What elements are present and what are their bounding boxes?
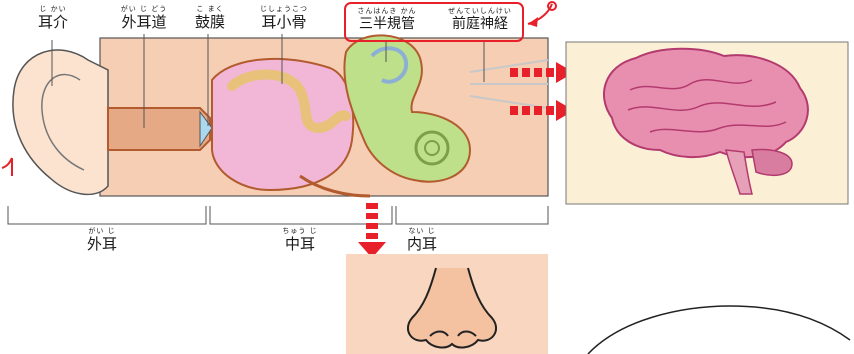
text-jikai: 耳介 — [28, 15, 78, 30]
ruby-naiji: ない じ — [398, 228, 446, 235]
label-komaku: こ まく 鼓膜 — [186, 6, 234, 30]
label-zenteishinkei: ぜんていしんけい 前庭神経 — [440, 8, 520, 31]
bracket-gaiji — [8, 206, 206, 224]
label-gaijido: がい じ どう 外耳道 — [108, 6, 180, 30]
ruby-chuji: ちゅう じ — [276, 228, 324, 235]
text-zenteishinkei: 前庭神経 — [440, 17, 520, 31]
bracket-chuji — [210, 206, 392, 224]
label-jishokotsu: じしょうこつ 耳小骨 — [248, 6, 320, 30]
label-chuji: ちゅう じ 中耳 — [276, 228, 324, 252]
text-chuji: 中耳 — [276, 237, 324, 252]
ear-canal-shape — [108, 108, 210, 150]
arrow-to-nose — [358, 203, 386, 258]
bracket-naiji — [396, 206, 548, 224]
text-gaijido: 外耳道 — [108, 15, 180, 30]
text-jishokotsu: 耳小骨 — [248, 15, 320, 30]
label-gaiji: がい じ 外耳 — [78, 228, 126, 252]
text-sanhankikan: 三半規管 — [350, 17, 424, 31]
ruby-jikai: じ かい — [28, 6, 78, 13]
ruby-jishokotsu: じしょうこつ — [248, 6, 320, 13]
ruby-sanhankikan: さんはんき かん — [350, 8, 424, 15]
text-naiji: 内耳 — [398, 237, 446, 252]
brain-cerebrum — [604, 49, 808, 157]
text-gaiji: 外耳 — [78, 237, 126, 252]
ruby-gaijido: がい じ どう — [108, 6, 180, 13]
partial-circle-outline — [588, 306, 850, 354]
label-naiji: ない じ 内耳 — [398, 228, 446, 252]
left-red-mark — [2, 158, 12, 176]
text-komaku: 鼓膜 — [186, 15, 234, 30]
label-sanhankikan: さんはんき かん 三半規管 — [350, 8, 424, 31]
auricle-shape — [13, 50, 108, 194]
ruby-gaiji: がい じ — [78, 228, 126, 235]
ruby-komaku: こ まく — [186, 6, 234, 13]
ruby-zenteishinkei: ぜんていしんけい — [440, 8, 520, 15]
label-jikai: じ かい 耳介 — [28, 6, 78, 30]
